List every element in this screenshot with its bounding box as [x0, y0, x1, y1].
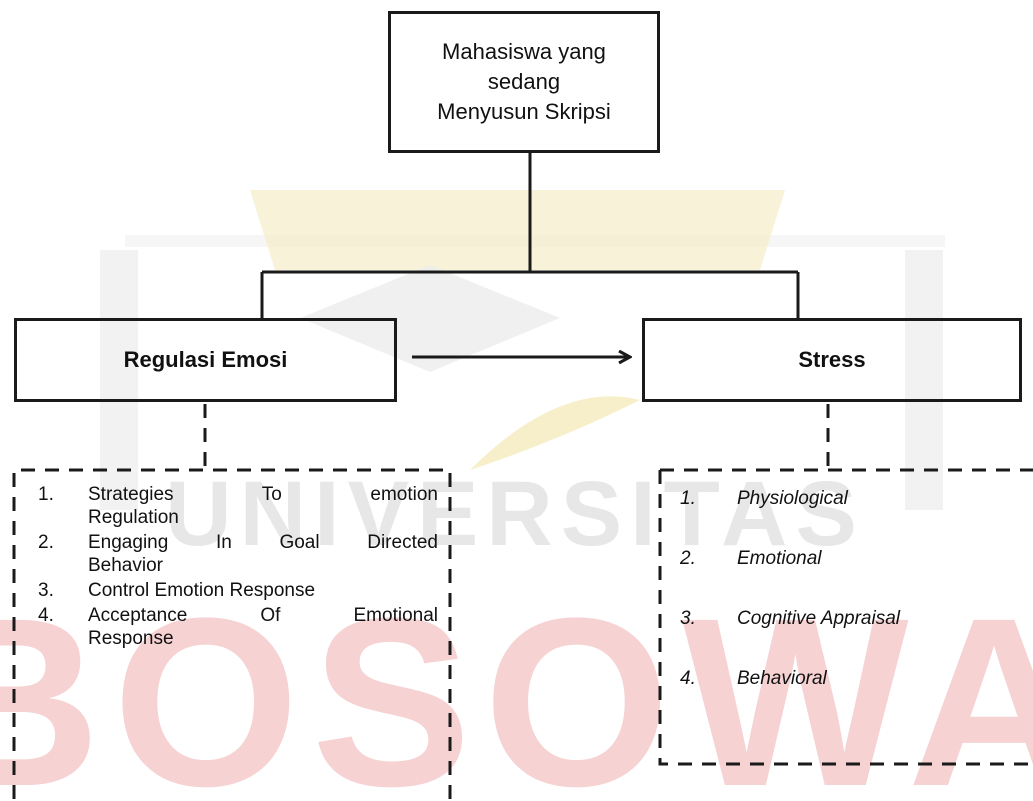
watermark-pillar-right	[905, 250, 943, 510]
list-item-number: 3.	[38, 580, 54, 601]
list-item-text: Strategies To emotion	[88, 484, 438, 505]
list-item: 3. Cognitive Appraisal	[680, 607, 1010, 667]
list-item: 1. Physiological	[680, 487, 1010, 547]
list-item-text: Acceptance Of Emotional	[88, 605, 438, 626]
list-item-text: Control Emotion Response	[88, 580, 316, 601]
watermark-word-small: UNIVERSITAS	[165, 463, 865, 565]
list-item: 4. Acceptance Of Emotional Response	[38, 604, 438, 650]
list-item-number: 1.	[680, 488, 696, 509]
node-regulasi-emosi: Regulasi Emosi	[14, 318, 397, 402]
list-item-number: 3.	[680, 608, 696, 629]
list-item-text: Engaging In Goal Directed	[88, 532, 438, 553]
dashed-frame-right	[658, 468, 1033, 766]
node-mahasiswa: Mahasiswa yang sedang Menyusun Skripsi	[388, 11, 660, 153]
watermark-pillar-left	[100, 250, 138, 510]
list-item: 1. Strategies To emotion Regulation	[38, 483, 438, 529]
node-stress-label: Stress	[798, 347, 866, 372]
stress-aspects-list: 1. Physiological 2. Emotional 3. Cogniti…	[680, 487, 1010, 727]
node-regulasi-emosi-label: Regulasi Emosi	[123, 347, 288, 372]
list-item: 2. Emotional	[680, 547, 1010, 607]
list-item-number: 4.	[680, 668, 696, 689]
node-stress: Stress	[642, 318, 1022, 402]
leaf-icon	[470, 396, 640, 470]
list-item-text: Cognitive Appraisal	[737, 608, 900, 629]
regulasi-emosi-aspects-list: 1. Strategies To emotion Regulation 2. E…	[38, 483, 438, 652]
list-item-text-continued: Response	[88, 628, 174, 649]
list-item-text: Physiological	[737, 488, 848, 509]
list-item-text: Behavioral	[737, 668, 827, 689]
list-item-number: 4.	[38, 605, 54, 626]
list-item: 3. Control Emotion Response	[38, 579, 438, 602]
list-item-text-continued: Regulation	[88, 507, 179, 528]
list-item: 2. Engaging In Goal Directed Behavior	[38, 531, 438, 577]
node-mahasiswa-label: Mahasiswa yang sedang Menyusun Skripsi	[437, 39, 611, 124]
watermark-word-large: BOSOWA	[0, 568, 1033, 801]
list-item-number: 2.	[680, 548, 696, 569]
list-item-text-continued: Behavior	[88, 555, 163, 576]
watermark-shield-top	[250, 190, 785, 270]
list-item-text: Emotional	[737, 548, 822, 569]
list-item-number: 2.	[38, 532, 54, 553]
list-item-number: 1.	[38, 484, 54, 505]
list-item: 4. Behavioral	[680, 667, 1010, 727]
graduation-cap-icon	[300, 265, 560, 372]
